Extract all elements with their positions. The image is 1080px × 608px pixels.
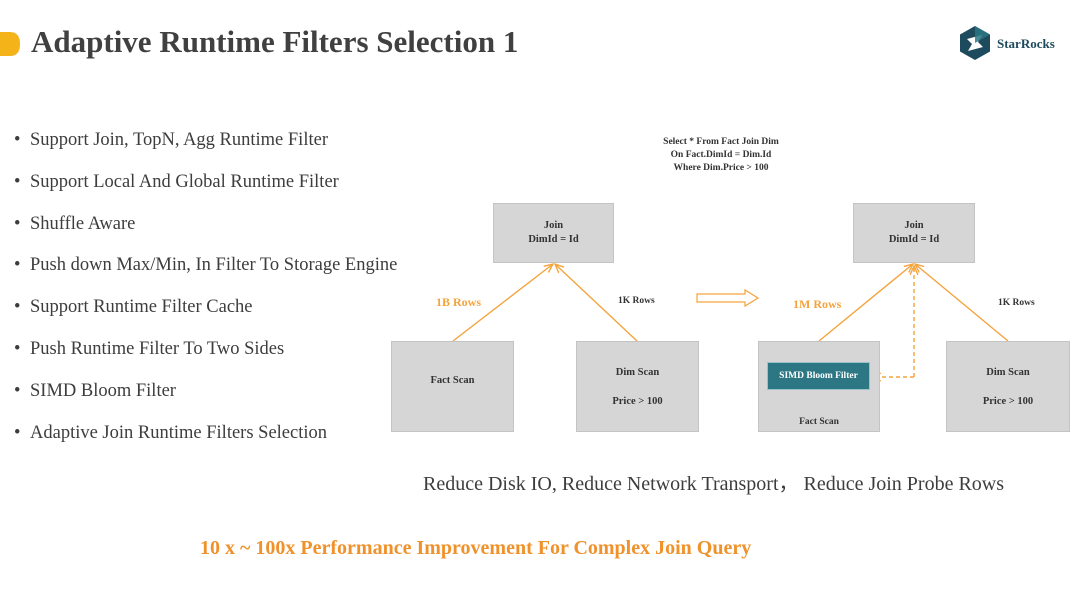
sql-line: Where Dim.Price > 100 [673, 163, 769, 173]
fact-row-count: 1M Rows [793, 297, 842, 311]
feature-item: •Push Runtime Filter To Two Sides [14, 338, 285, 359]
dim-scan-node: Dim Scan Price > 100 [946, 341, 1070, 432]
join-node: Join DimId = Id [853, 203, 975, 263]
feature-list: •Support Join, TopN, Agg Runtime Filter … [14, 120, 397, 454]
sql-query: Select * From Fact Join Dim On Fact.DimI… [620, 136, 822, 175]
feature-item: •Shuffle Aware [14, 213, 136, 234]
title-accent-tab [0, 32, 20, 56]
dim-scan-node: Dim Scan Price > 100 [576, 341, 699, 432]
fact-to-join-arrow [818, 264, 913, 342]
starrocks-logo-icon [960, 26, 990, 60]
sql-line: On Fact.DimId = Dim.Id [670, 150, 772, 160]
starrocks-logo: StarRocks [958, 25, 1070, 61]
feature-item: •Support Runtime Filter Cache [14, 297, 253, 318]
feature-item: •Adaptive Join Runtime Filters Selection [14, 422, 327, 443]
simd-bloom-filter-node: SIMD Bloom Filter [767, 362, 870, 390]
feature-item: •SIMD Bloom Filter [14, 380, 176, 401]
feature-item: •Push down Max/Min, In Filter To Storage… [14, 255, 398, 276]
page-title: Adaptive Runtime Filters Selection 1 [31, 24, 519, 59]
feature-item: •Support Join, TopN, Agg Runtime Filter [14, 130, 328, 150]
dim-row-count: 1K Rows [618, 296, 655, 306]
fact-row-count: 1B Rows [436, 295, 482, 309]
dim-to-join-arrow [555, 264, 638, 342]
performance-highlight: 10 x ~ 100x Performance Improvement For … [200, 537, 752, 559]
transform-arrow [696, 288, 760, 308]
join-node: Join DimId = Id [493, 203, 614, 263]
dim-row-count: 1K Rows [998, 298, 1035, 308]
feature-item: •Support Local And Global Runtime Filter [14, 171, 339, 192]
starrocks-logo-text: StarRocks [997, 36, 1055, 51]
dim-to-join-arrow [915, 264, 1009, 342]
fact-scan-node: Fact Scan [391, 341, 514, 432]
fact-to-join-arrow [452, 264, 553, 342]
sql-line: Select * From Fact Join Dim [663, 137, 779, 147]
reduce-summary: Reduce Disk IO, Reduce Network Transport… [423, 473, 1005, 495]
